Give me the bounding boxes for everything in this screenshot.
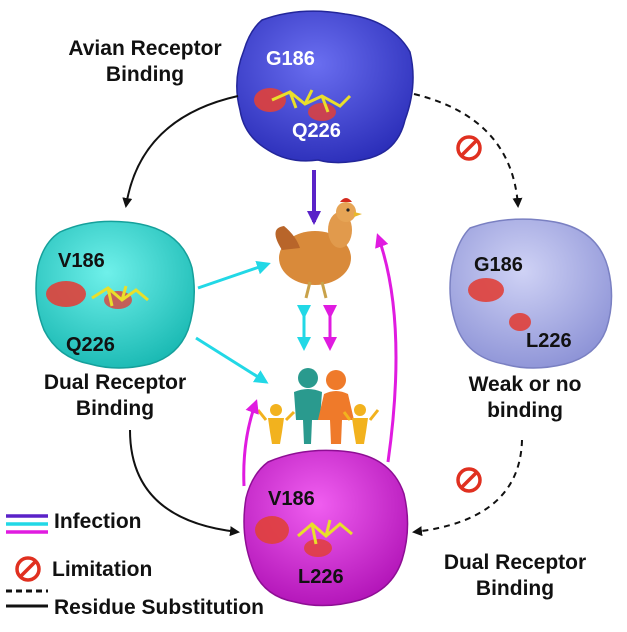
substitution-arrow-top-to-left xyxy=(122,95,239,208)
legend-limitation-icon xyxy=(15,556,41,582)
dual-receptor-protein-left xyxy=(35,220,195,369)
legend-substitution-label: Residue Substitution xyxy=(54,596,264,619)
substitution-arrow-left-to-bottom xyxy=(129,429,240,537)
residue-226-top: Q226 xyxy=(292,120,341,142)
legend-infection-swatch xyxy=(6,514,48,534)
residue-226-bottom: L226 xyxy=(298,566,344,588)
residue-226-left: Q226 xyxy=(66,334,115,356)
infection-arrow-left-to-chicken xyxy=(197,260,271,290)
residue-186-right: G186 xyxy=(474,254,523,276)
limitation-icon xyxy=(456,467,482,493)
limitation-icon xyxy=(456,135,482,161)
infection-arrow-bottom-to-human xyxy=(242,399,259,487)
limitation-arrow-top-to-right xyxy=(413,93,523,208)
chicken-icon xyxy=(275,198,362,299)
infection-arrow-bottom-to-chicken xyxy=(375,233,398,463)
family-icon xyxy=(256,368,380,444)
residue-186-left: V186 xyxy=(58,250,105,272)
residue-226-right: L226 xyxy=(526,330,572,352)
residue-186-top: G186 xyxy=(266,48,315,70)
dual-receptor-protein-bottom xyxy=(243,449,409,607)
residue-186-bottom: V186 xyxy=(268,488,315,510)
avian-receptor-protein xyxy=(236,10,414,164)
infection-arrow-left-to-human xyxy=(195,336,269,384)
legend-infection-label: Infection xyxy=(54,510,142,533)
limitation-arrow-right-to-bottom xyxy=(412,439,523,537)
weak-binding-protein xyxy=(449,218,613,369)
legend-limitation-label: Limitation xyxy=(52,558,153,581)
